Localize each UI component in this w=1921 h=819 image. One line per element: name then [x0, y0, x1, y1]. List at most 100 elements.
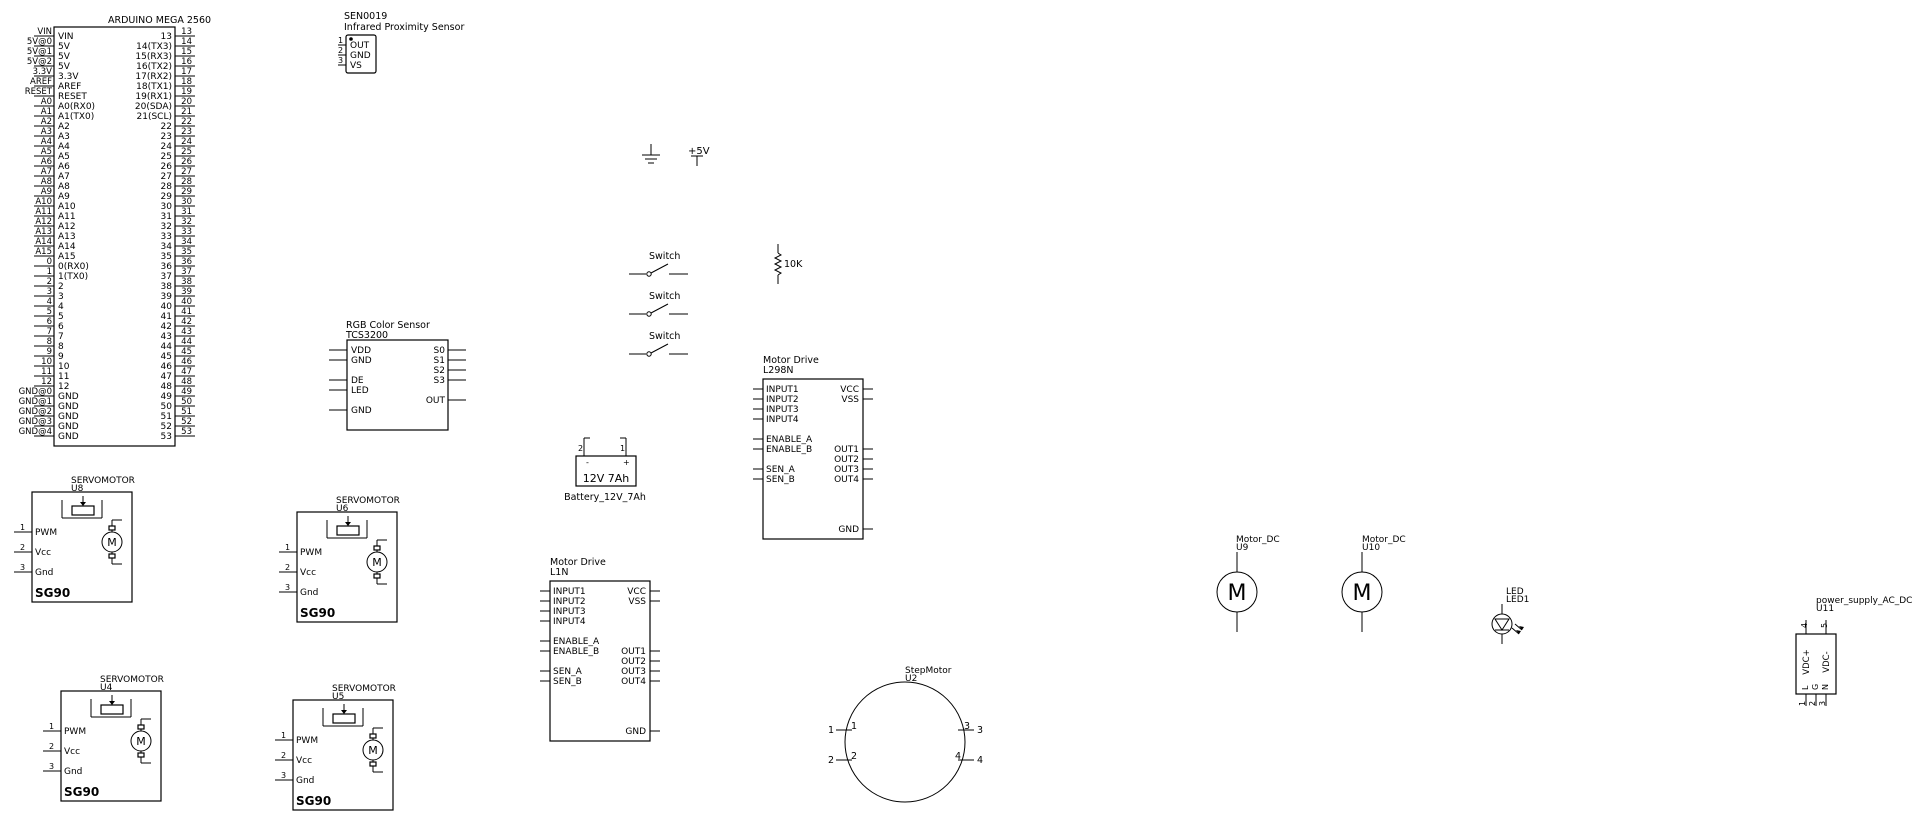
- vcc-5v-symbol[interactable]: +5V: [688, 146, 710, 166]
- dc-motor-u10[interactable]: Motor_DC U10 M: [1341, 535, 1406, 632]
- arduino-right-pin[interactable]: 15(RX3)15: [135, 47, 195, 62]
- arduino-right-pin[interactable]: 16(TX2)16: [136, 57, 195, 72]
- dc-motor-u9[interactable]: Motor_DC U9 M: [1216, 535, 1280, 632]
- led1[interactable]: LED LED1: [1491, 587, 1529, 644]
- ir-sensor[interactable]: SEN0019 Infrared Proximity Sensor 1 2 3 …: [338, 11, 464, 74]
- stepper-motor[interactable]: StepMotor U2 1 1 2 2 3 3 4 4: [828, 666, 983, 803]
- switch-1[interactable]: Switch: [629, 251, 688, 277]
- switch-2[interactable]: Switch: [629, 291, 688, 317]
- arduino-right-pin[interactable]: 21(SCL)21: [137, 107, 196, 122]
- motor-driver-l1n[interactable]: Motor DriveL1NINPUT1INPUT2INPUT3INPUT4EN…: [540, 557, 660, 742]
- arduino-right-pin[interactable]: 18(TX1)18: [136, 77, 195, 92]
- arduino-right-pin[interactable]: 19(RX1)19: [135, 87, 195, 102]
- arduino-right-pin[interactable]: 17(RX2)17: [135, 67, 195, 82]
- motor-driver-l298n[interactable]: Motor DriveL298NINPUT1INPUT2INPUT3INPUT4…: [753, 355, 873, 540]
- arduino-right-pin[interactable]: 14(TX3)14: [136, 37, 195, 52]
- battery[interactable]: 2 1 - + 12V 7Ah Battery_12V_7Ah: [564, 437, 646, 503]
- switch-3[interactable]: Switch: [629, 331, 688, 357]
- ground-symbol[interactable]: [642, 144, 660, 164]
- resistor-10k[interactable]: 10K: [773, 244, 803, 284]
- arduino-right-pin[interactable]: 20(SDA)20: [135, 97, 195, 112]
- rgb-color-sensor[interactable]: RGB Color Sensor TCS3200 VDD GND DE LED …: [329, 320, 466, 431]
- power-supply-ac-dc[interactable]: power_supply_AC_DC U11 4 5 VDC+ VDC- L G…: [1795, 596, 1912, 706]
